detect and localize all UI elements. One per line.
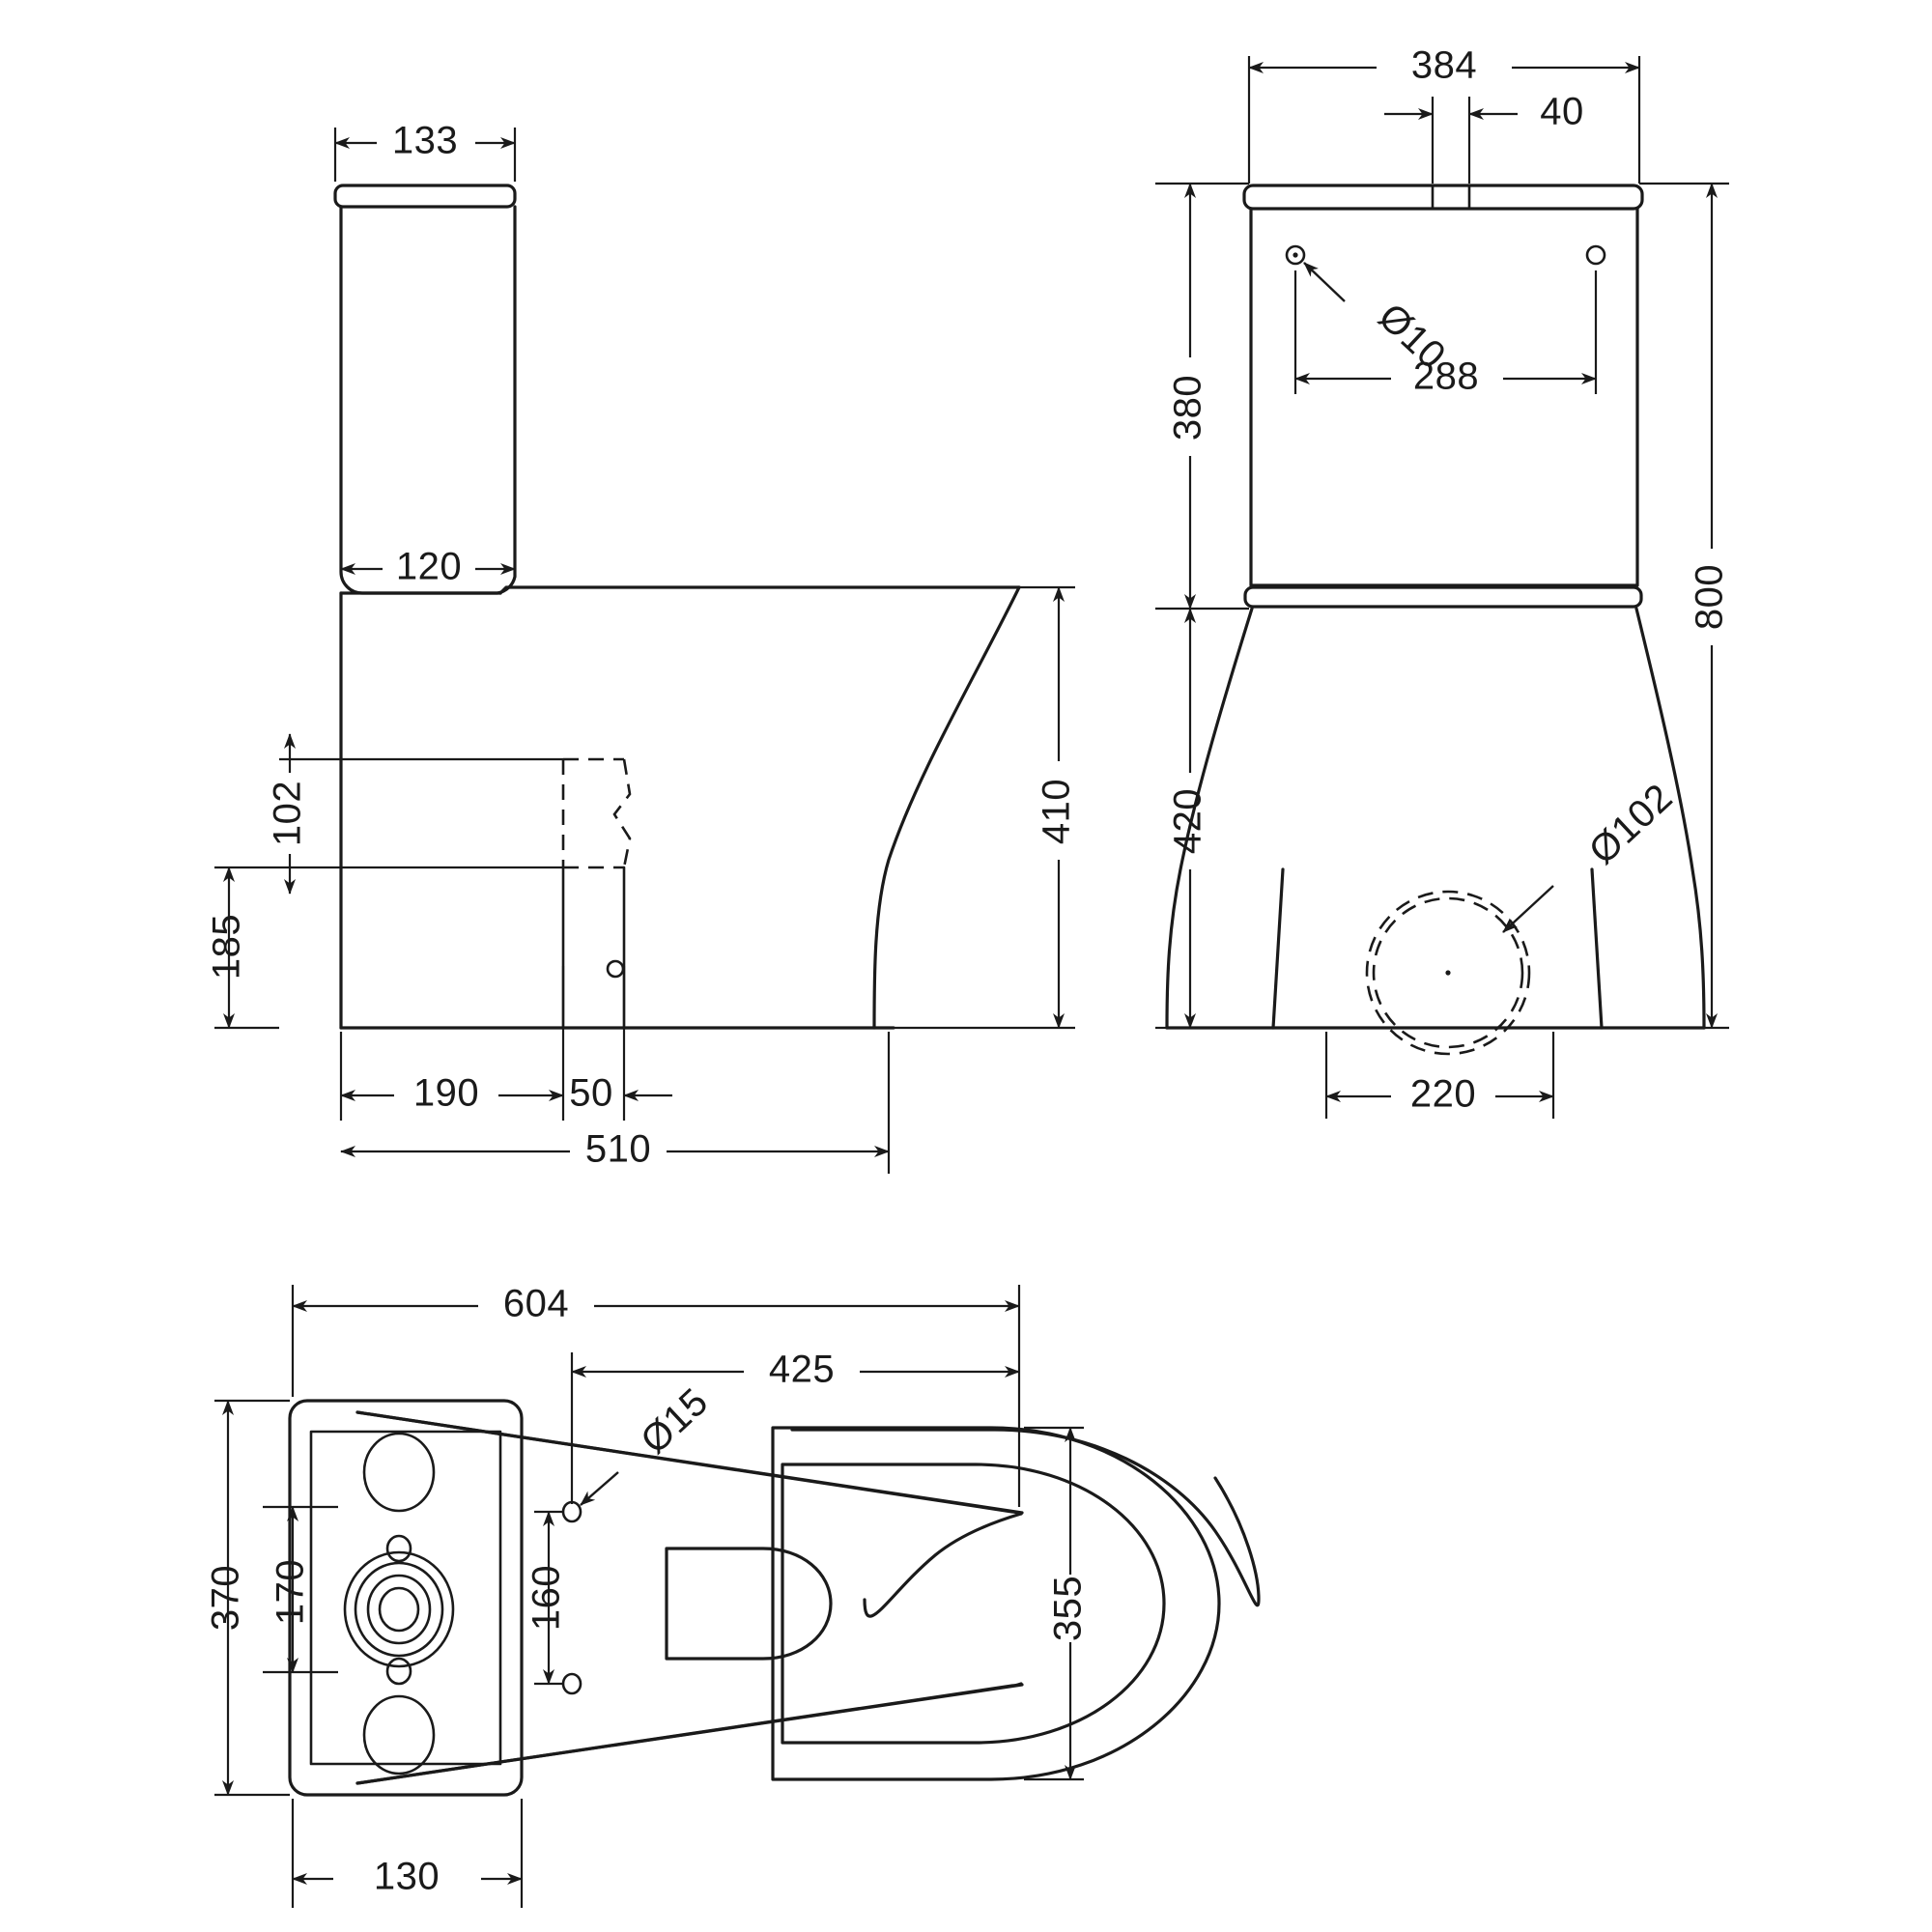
dim-side-510: 510 <box>340 1032 891 1174</box>
plan-bowl-outer <box>771 1426 1221 1781</box>
dim-plan-370-text: 370 <box>205 1565 247 1631</box>
dim-front-40: 40 <box>1384 91 1584 184</box>
dim-side-410-text: 410 <box>1036 779 1078 844</box>
dim-side-102: 102 <box>267 733 563 895</box>
dim-side-410: 410 <box>894 585 1078 1030</box>
dim-plan-425-text: 425 <box>769 1349 835 1391</box>
dim-side-190-text: 190 <box>413 1072 479 1115</box>
plan-pan-outline <box>355 1410 1261 1785</box>
dim-plan-425: 425 <box>570 1349 1020 1504</box>
dim-side-50-text: 50 <box>569 1072 613 1115</box>
plan-cistern-outline <box>288 1399 524 1797</box>
front-cistern-lid <box>1242 184 1644 211</box>
dim-front-288: 288 <box>1293 270 1598 398</box>
dim-plan-355-text: 355 <box>1047 1576 1090 1641</box>
side-cistern-outline <box>333 184 517 595</box>
dim-front-384: 384 <box>1247 44 1641 184</box>
dim-plan-604: 604 <box>291 1283 1021 1507</box>
side-fixing-hole-icon <box>606 959 625 979</box>
front-fixing-holes <box>1285 244 1606 266</box>
dim-plan-160: 160 <box>526 1510 568 1686</box>
dim-front-288-text: 288 <box>1413 355 1479 398</box>
front-pan-body <box>1165 607 1706 1030</box>
dim-front-420: 420 <box>1155 608 1209 1030</box>
dim-side-190-50: 190 50 <box>339 966 672 1121</box>
side-pan-outline <box>339 585 1021 1030</box>
dim-plan-170: 170 <box>263 1505 338 1674</box>
dim-front-800-text: 800 <box>1689 564 1731 630</box>
plan-bowl-inner <box>781 1463 1166 1745</box>
dim-side-133: 133 <box>333 120 517 182</box>
dim-plan-370: 370 <box>205 1399 290 1797</box>
dim-front-dia102-text: Ø102 <box>1581 776 1681 872</box>
dim-plan-604-text: 604 <box>503 1283 569 1325</box>
dim-front-420-text: 420 <box>1167 788 1209 854</box>
dim-side-133-text: 133 <box>392 120 458 162</box>
front-waste-outlet <box>1365 890 1531 1056</box>
dim-side-102-text: 102 <box>267 781 309 846</box>
dim-front-380-text: 380 <box>1167 375 1209 440</box>
front-cistern-body <box>1243 207 1643 609</box>
dim-plan-355: 355 <box>1024 1426 1090 1781</box>
dim-front-384-text: 384 <box>1411 44 1477 87</box>
plan-view: 604 425 Ø15 370 170 <box>205 1283 1261 1908</box>
dim-side-185-text: 185 <box>206 914 248 980</box>
dim-side-120: 120 <box>340 546 516 588</box>
dim-side-185: 185 <box>206 866 279 1030</box>
dim-plan-160-text: 160 <box>526 1565 568 1631</box>
dim-front-220: 220 <box>1324 1032 1555 1119</box>
dim-plan-130-text: 130 <box>374 1856 440 1898</box>
dim-plan-130: 130 <box>291 1799 524 1908</box>
front-elevation-view: 384 40 Ø10 288 <box>1155 44 1731 1119</box>
side-elevation-view: 133 120 102 185 <box>206 120 1078 1174</box>
plan-bowl-aperture <box>665 1547 833 1661</box>
side-hidden-outlet-detail <box>561 757 632 1030</box>
dim-side-510-text: 510 <box>585 1128 651 1171</box>
dim-front-800: 800 <box>1639 182 1731 1030</box>
dim-front-380: 380 <box>1155 182 1249 611</box>
dim-plan-170-text: 170 <box>270 1559 312 1625</box>
dim-plan-dia15: Ø15 <box>580 1380 717 1506</box>
dim-front-dia102: Ø102 <box>1502 776 1681 933</box>
dim-plan-dia15-text: Ø15 <box>633 1380 716 1463</box>
plan-taper-lines <box>355 1410 1024 1785</box>
dim-front-40-text: 40 <box>1540 91 1584 133</box>
plan-cistern-features <box>343 1432 455 1776</box>
dim-front-220-text: 220 <box>1410 1073 1476 1116</box>
dim-side-120-text: 120 <box>396 546 462 588</box>
